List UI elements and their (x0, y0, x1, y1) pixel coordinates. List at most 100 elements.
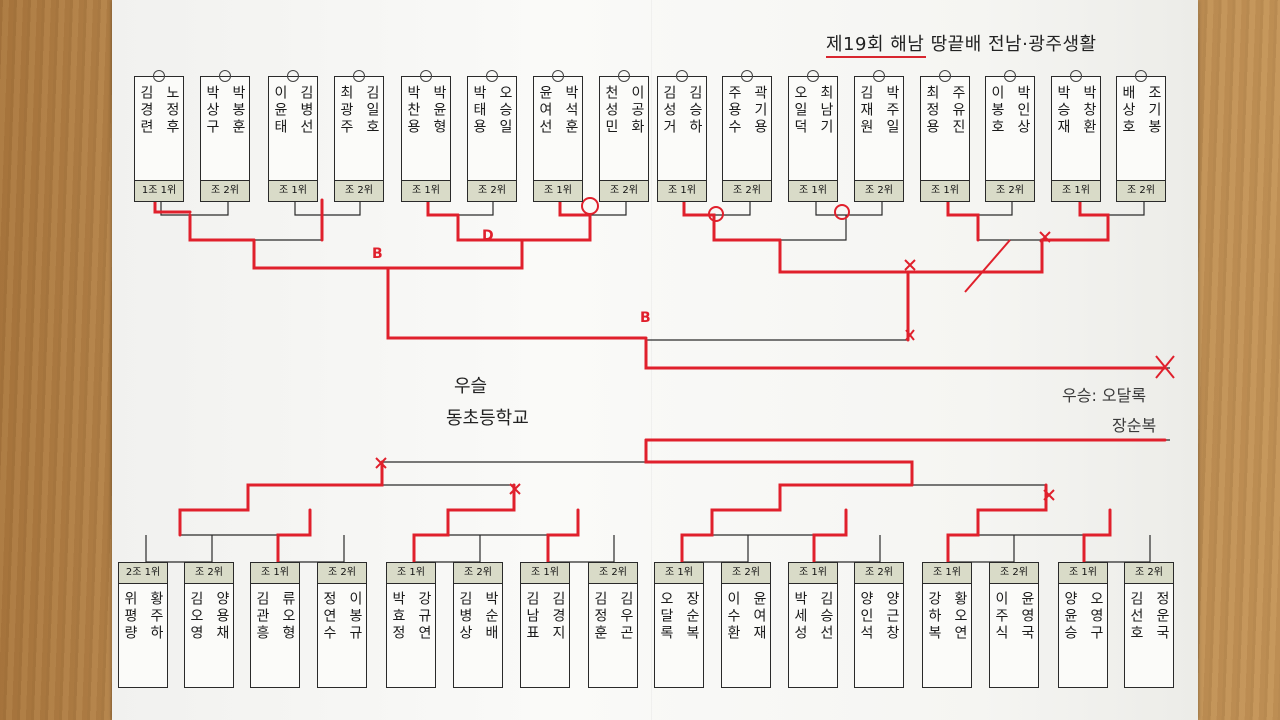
player-name: 황주하 (148, 591, 164, 642)
player-name: 박승재 (1055, 85, 1071, 136)
participant-card: 조 1위 오영구 양윤승 (1058, 562, 1108, 688)
group-rank: 조 1위 (1052, 180, 1100, 201)
participant-card: 주유진 최정용 조 1위 (920, 70, 970, 202)
player-name: 양근창 (884, 591, 900, 642)
player-name: 조기봉 (1146, 85, 1162, 136)
player-name: 박상구 (204, 85, 220, 136)
group-rank: 조 2위 (986, 180, 1034, 201)
group-rank: 조 2위 (855, 180, 903, 201)
group-rank: 조 1위 (921, 180, 969, 201)
group-rank: 조 2위 (990, 563, 1038, 584)
group-rank: 조 2위 (454, 563, 502, 584)
player-name: 김우곤 (618, 591, 634, 642)
player-name: 김관흥 (254, 591, 270, 642)
player-name: 박윤형 (431, 85, 447, 136)
player-name: 김재원 (858, 85, 874, 136)
player-name: 김일호 (364, 85, 380, 136)
participant-card: 김병선 이윤태 조 1위 (268, 70, 318, 202)
player-name: 곽기용 (752, 85, 768, 136)
player-name: 박효정 (390, 591, 406, 642)
player-name: 장순복 (684, 591, 700, 642)
winner-team: 동초등학교 (446, 408, 529, 429)
player-name: 주유진 (950, 85, 966, 136)
group-rank: 조 2위 (318, 563, 366, 584)
svg-text:D: D (482, 228, 494, 244)
hanging-hole (353, 70, 365, 82)
group-rank: 조 2위 (185, 563, 233, 584)
group-rank: 1조 1위 (135, 180, 183, 201)
player-name: 천성민 (603, 85, 619, 136)
player-name: 김경지 (550, 591, 566, 642)
player-name: 이윤태 (272, 85, 288, 136)
player-name: 위평량 (122, 591, 138, 642)
group-rank: 조 1위 (387, 563, 435, 584)
group-rank: 조 1위 (923, 563, 971, 584)
hanging-hole (676, 70, 688, 82)
player-name: 류오형 (280, 591, 296, 642)
group-rank: 조 2위 (855, 563, 903, 584)
player-name: 최광주 (338, 85, 354, 136)
group-rank: 조 1위 (521, 563, 569, 584)
player-name: 이봉호 (989, 85, 1005, 136)
player-name: 김병선 (298, 85, 314, 136)
player-name: 배상호 (1120, 85, 1136, 136)
player-name: 오일덕 (792, 85, 808, 136)
participant-card: 조 2위 이봉규 정연수 (317, 562, 367, 688)
player-name: 최정용 (924, 85, 940, 136)
player-name: 오영구 (1088, 591, 1104, 642)
group-rank: 조 2위 (335, 180, 383, 201)
player-name: 이수환 (725, 591, 741, 642)
player-name: 윤여재 (751, 591, 767, 642)
group-rank: 조 1위 (269, 180, 317, 201)
player-name: 박태용 (471, 85, 487, 136)
player-name: 이봉규 (347, 591, 363, 642)
player-name: 김경련 (138, 85, 154, 136)
player-name: 윤영국 (1019, 591, 1035, 642)
player-name: 정연수 (321, 591, 337, 642)
player-name: 윤여선 (537, 85, 553, 136)
player-name: 최남기 (818, 85, 834, 136)
player-name: 김남표 (524, 591, 540, 642)
group-rank: 조 2위 (600, 180, 648, 201)
player-name: 박인상 (1015, 85, 1031, 136)
participant-card: 박인상 이봉호 조 2위 (985, 70, 1035, 202)
participant-card: 박창환 박승재 조 1위 (1051, 70, 1101, 202)
champion-note-line-1: 우승: 오달록 (1062, 386, 1147, 405)
player-name: 강규연 (416, 591, 432, 642)
player-name: 양윤승 (1062, 591, 1078, 642)
player-name: 김병상 (457, 591, 473, 642)
player-name: 박창환 (1081, 85, 1097, 136)
hanging-hole (486, 70, 498, 82)
svg-text:B: B (640, 310, 651, 326)
player-name: 박찬용 (405, 85, 421, 136)
svg-text:B: B (372, 246, 383, 262)
player-name: 주용수 (726, 85, 742, 136)
player-name: 김오영 (188, 591, 204, 642)
hanging-hole (1004, 70, 1016, 82)
group-rank: 조 2위 (1125, 563, 1173, 584)
group-rank: 2조 1위 (119, 563, 167, 584)
hanging-hole (287, 70, 299, 82)
group-rank: 조 1위 (1059, 563, 1107, 584)
player-name: 양용채 (214, 591, 230, 642)
group-rank: 조 1위 (789, 180, 837, 201)
group-rank: 조 2위 (468, 180, 516, 201)
player-name: 김승선 (818, 591, 834, 642)
participant-card: 조 2위 양용채 김오영 (184, 562, 234, 688)
